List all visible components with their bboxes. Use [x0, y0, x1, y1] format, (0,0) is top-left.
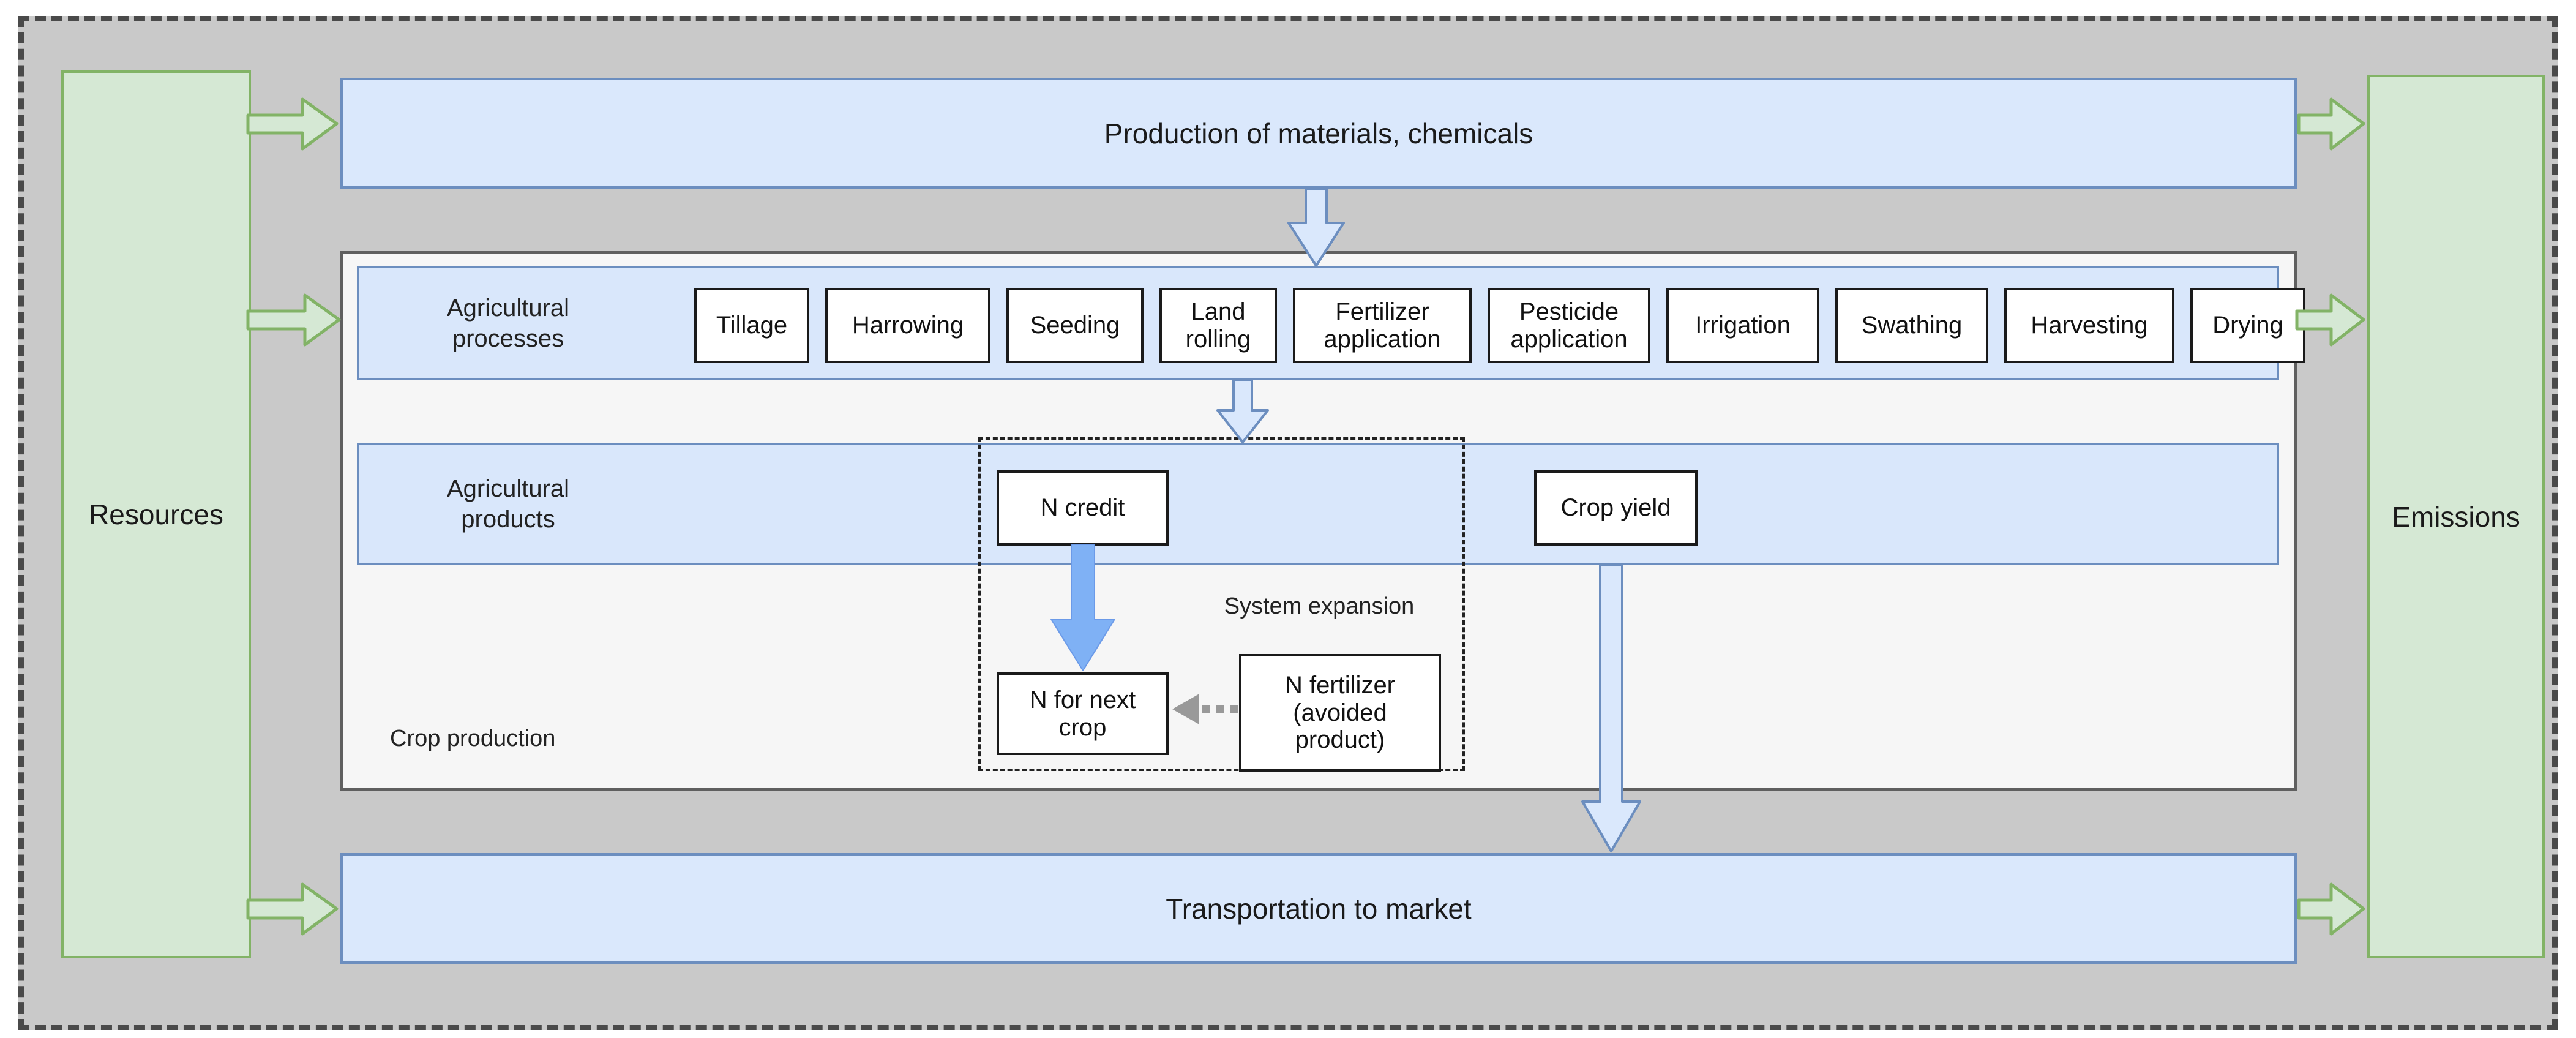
n-for-next-crop-box: N for next crop — [997, 672, 1169, 755]
process-box-swathing: Swathing — [1835, 288, 1988, 363]
emissions-label: Emissions — [2392, 500, 2520, 533]
process-box-tillage: Tillage — [694, 288, 809, 363]
process-box-seeding: Seeding — [1006, 288, 1144, 363]
n-fertilizer-avoided-box: N fertilizer (avoided product) — [1239, 654, 1441, 772]
n-credit-box: N credit — [997, 470, 1169, 546]
arrow-right-icon — [2295, 293, 2365, 347]
production-bar-label: Production of materials, chemicals — [1104, 117, 1533, 149]
arrow-right-icon — [2297, 882, 2365, 936]
arrow-down-solid-icon — [1050, 544, 1115, 671]
crop-yield-box: Crop yield — [1534, 470, 1698, 546]
production-bar: Production of materials, chemicals — [340, 78, 2297, 189]
process-box-drying: Drying — [2190, 288, 2305, 363]
arrow-right-icon — [2297, 97, 2365, 151]
resources-box: Resources — [61, 70, 251, 958]
process-box-harvesting: Harvesting — [2004, 288, 2174, 363]
process-box-land-rolling: Land rolling — [1159, 288, 1277, 363]
process-box-list: Tillage Harrowing Seeding Land rolling F… — [694, 288, 2305, 363]
system-expansion-boundary — [978, 437, 1465, 771]
system-expansion-label: System expansion — [1224, 593, 1415, 619]
arrow-right-icon — [246, 293, 341, 347]
arrow-right-icon — [246, 97, 339, 151]
process-box-irrigation: Irrigation — [1666, 288, 1819, 363]
transportation-bar-label: Transportation to market — [1166, 892, 1472, 925]
resources-label: Resources — [89, 498, 223, 530]
emissions-box: Emissions — [2367, 75, 2545, 958]
process-box-fertilizer-application: Fertilizer application — [1293, 288, 1472, 363]
process-box-pesticide-application: Pesticide application — [1488, 288, 1650, 363]
agricultural-products-label: Agricultural products — [446, 475, 570, 533]
arrow-down-icon — [1216, 378, 1269, 443]
agricultural-products-row — [357, 443, 2279, 565]
crop-production-label: Crop production — [390, 726, 556, 751]
process-box-harrowing: Harrowing — [825, 288, 990, 363]
arrow-left-dotted-icon — [1172, 694, 1238, 724]
transportation-bar: Transportation to market — [340, 853, 2297, 964]
arrow-down-icon — [1287, 187, 1345, 267]
arrow-right-icon — [246, 882, 339, 936]
agricultural-processes-label: Agricultural processes — [446, 294, 570, 352]
arrow-down-icon — [1581, 564, 1641, 852]
